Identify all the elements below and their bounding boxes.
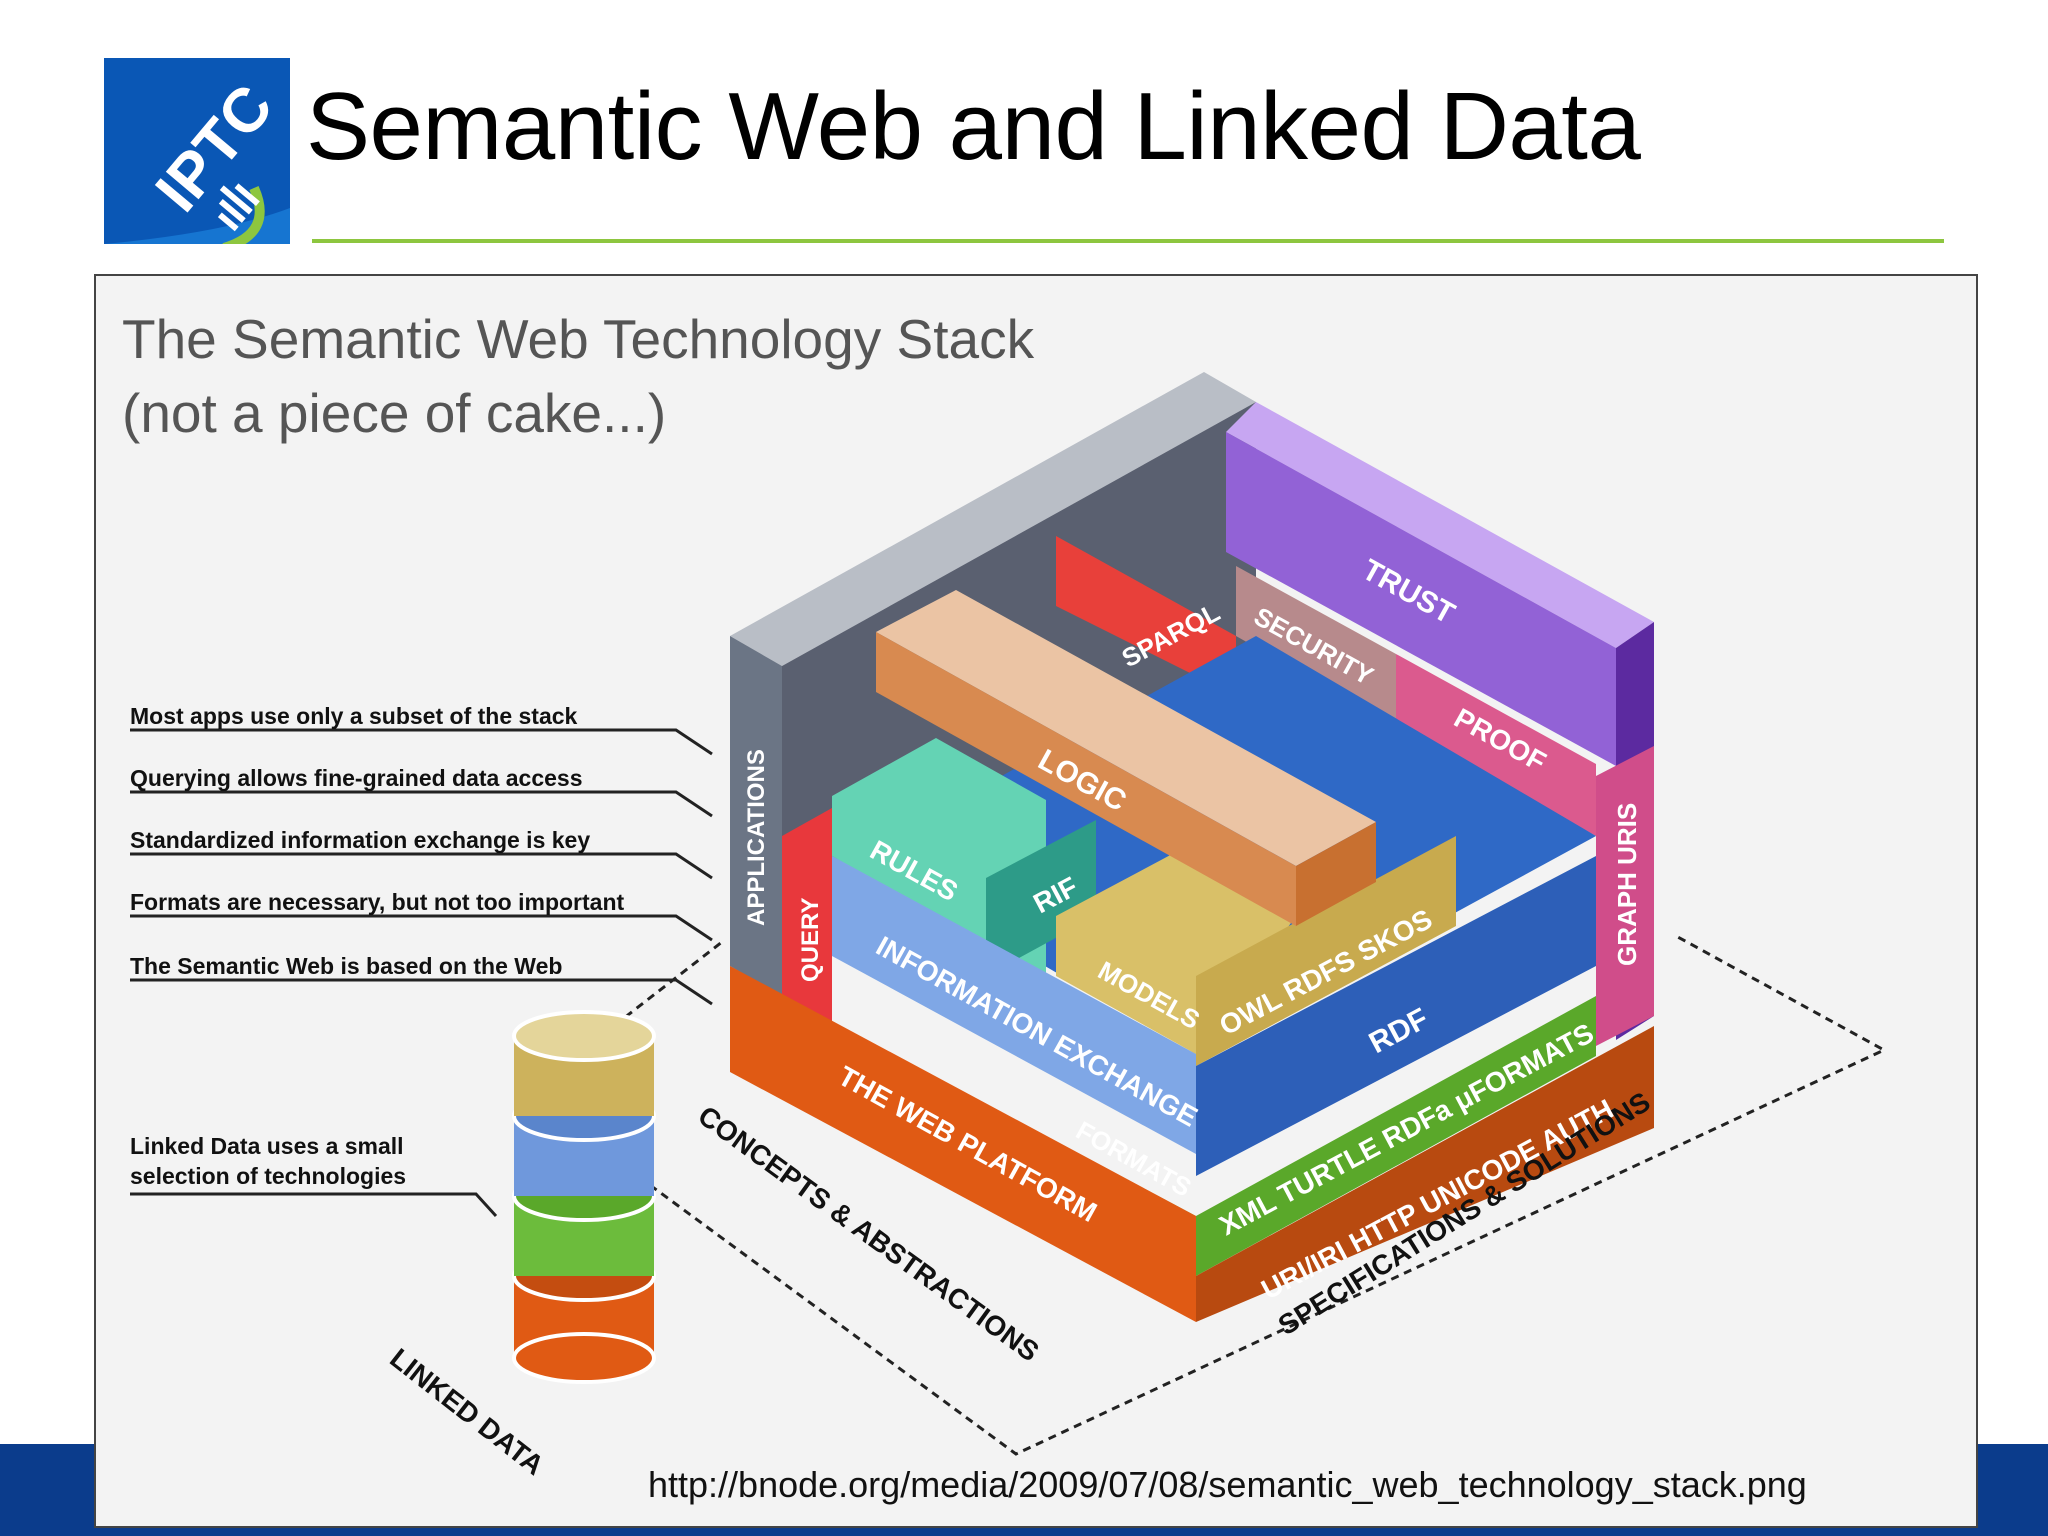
label-query: QUERY: [797, 898, 824, 982]
linked-data-note-line1: Linked Data uses a small: [130, 1133, 404, 1159]
label-graph-uris: GRAPH URIS: [1612, 803, 1642, 966]
query-column: [782, 808, 832, 1026]
title-underline: [312, 239, 1944, 243]
semantic-web-stack-diagram: Most apps use only a subset of the stack…: [130, 372, 1888, 1481]
applications-side: [730, 636, 782, 996]
iptc-logo: IPTC: [104, 58, 290, 253]
figure-subtitle: The Semantic Web Technology Stack (not a…: [122, 302, 1034, 450]
security-block: [1236, 566, 1396, 726]
annotation-1: Most apps use only a subset of the stack: [130, 703, 578, 729]
annotation-line-1: [130, 728, 713, 756]
web-platform-front: [730, 966, 1196, 1322]
sparql-block: [1056, 536, 1236, 696]
annotation-line-3: [130, 852, 713, 880]
proof-block: [1396, 654, 1596, 836]
annotation-3: Standardized information exchange is key: [130, 827, 590, 853]
label-applications: APPLICATIONS: [743, 749, 770, 926]
ground-outline: [525, 934, 1888, 1456]
figure-frame: The Semantic Web Technology Stack (not a…: [94, 274, 1978, 1528]
slide-title: Semantic Web and Linked Data: [306, 73, 1641, 180]
annotation-line-2: [130, 790, 713, 818]
figure-subtitle-line1: The Semantic Web Technology Stack: [122, 308, 1035, 370]
annotation-line-4: [130, 914, 713, 942]
xml-formats-side: [1196, 996, 1596, 1276]
annotation-line-5: [130, 978, 713, 1006]
info-exchange: [832, 856, 1196, 1154]
applications-back-wall-top: [730, 372, 1256, 666]
annotation-5: The Semantic Web is based on the Web: [130, 953, 562, 979]
figure-subtitle-line2: (not a piece of cake...): [122, 382, 667, 444]
graph-uris-wall: [1596, 746, 1654, 1046]
models-block: [1056, 852, 1296, 1054]
annotation-4: Formats are necessary, but not too impor…: [130, 889, 625, 915]
owl-block: [1196, 836, 1456, 1066]
linked-data-cylinder: [512, 1010, 656, 1384]
annotation-line-6: [130, 1192, 498, 1218]
trust-wall: [1226, 432, 1616, 766]
rdf-front: [1196, 856, 1596, 1176]
trust-top: [1226, 402, 1654, 648]
rif-block: [986, 820, 1096, 976]
logic-end: [1296, 822, 1376, 926]
uri-http-side: [1196, 1026, 1654, 1322]
logic-top: [876, 590, 1376, 866]
logic-front: [876, 632, 1296, 926]
source-url: http://bnode.org/media/2009/07/08/semant…: [648, 1464, 1807, 1505]
linked-data-note-line2: selection of technologies: [130, 1163, 406, 1189]
annotation-2: Querying allows fine-grained data access: [130, 765, 583, 791]
